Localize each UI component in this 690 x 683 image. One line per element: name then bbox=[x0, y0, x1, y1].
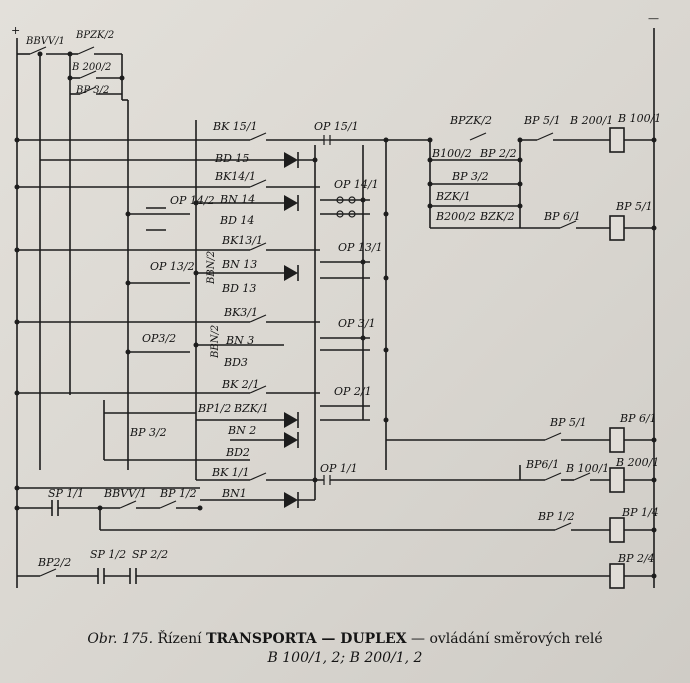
label-sp2-2: SP 2/2 bbox=[132, 548, 168, 561]
diode-bn14 bbox=[284, 195, 298, 211]
label-bbn2-a: BBN/2 bbox=[206, 251, 217, 285]
label-bzk1: BZK/1 bbox=[233, 402, 269, 415]
label-bp3-2: BP 3/2 bbox=[129, 426, 167, 439]
figure-caption: Obr. 175. Řízení TRANSPORTA — DUPLEX — o… bbox=[0, 630, 690, 668]
label-bn14: BN 14 bbox=[219, 193, 255, 206]
label-bp3-2-top: BP 3/2 bbox=[75, 85, 109, 96]
label-op15-1: OP 15/1 bbox=[314, 120, 359, 133]
relay-schematic: + — BBVV/1 BPZK/2 B 200/2 BP 3/2 bbox=[11, 12, 661, 589]
label-bp1-2-b: BP 1/2 bbox=[159, 487, 197, 500]
label-relay-b100-1: B 100/1 bbox=[617, 112, 661, 125]
label-op13-2: OP 13/2 bbox=[150, 260, 195, 273]
label-bzk2-r: BZK/2 bbox=[479, 210, 515, 223]
label-bd14: BD 14 bbox=[219, 214, 254, 227]
label-bzk1-r: BZK/1 bbox=[435, 190, 471, 203]
label-bbvv1-b: BBVV/1 bbox=[103, 487, 147, 500]
label-op3-2: OP3/2 bbox=[142, 332, 176, 345]
label-bpzk2-r: BPZK/2 bbox=[449, 114, 492, 127]
label-bp6-1: BP 6/1 bbox=[543, 210, 581, 223]
caption-figure-number: Obr. 175. bbox=[87, 631, 154, 647]
label-bp6-1-low: BP6/1 bbox=[525, 458, 559, 471]
label-relay-bp6-1: BP 6/1 bbox=[619, 412, 657, 425]
coil-b200-1 bbox=[609, 467, 625, 493]
label-bd13: BD 13 bbox=[221, 282, 256, 295]
label-bn13: BN 13 bbox=[221, 258, 257, 271]
label-bd3: BD3 bbox=[223, 356, 248, 369]
label-op14-1: OP 14/1 bbox=[334, 178, 379, 191]
label-bp2-2: BP2/2 bbox=[37, 556, 71, 569]
diode-bn13 bbox=[284, 265, 298, 281]
coil-bp6-1 bbox=[609, 427, 625, 453]
coil-bp1-4 bbox=[609, 517, 625, 543]
contact-bbvv1 bbox=[29, 46, 47, 55]
label-bpzk2-top: BPZK/2 bbox=[75, 30, 114, 41]
diode-bn2 bbox=[284, 412, 298, 428]
coil-bp5-1 bbox=[609, 215, 625, 241]
label-b200-1: B 200/1 bbox=[569, 114, 613, 127]
label-bn3: BN 3 bbox=[225, 334, 254, 347]
label-bp2-2-r: BP 2/2 bbox=[479, 147, 517, 160]
label-bp3-2-r: BP 3/2 bbox=[451, 170, 489, 183]
label-relay-b200-1: B 200/1 bbox=[615, 456, 659, 469]
label-bn1: BN1 bbox=[221, 487, 247, 500]
label-sp1-1: SP 1/1 bbox=[48, 487, 84, 500]
label-bbvv1: BBVV/1 bbox=[25, 36, 65, 47]
label-bd15: BD 15 bbox=[214, 152, 249, 165]
junction-dots bbox=[14, 51, 657, 579]
label-op13-1: OP 13/1 bbox=[338, 241, 383, 254]
label-bd2: BD2 bbox=[225, 446, 250, 459]
caption-line-1: Obr. 175. Řízení TRANSPORTA — DUPLEX — o… bbox=[0, 630, 690, 649]
caption-text-c: — ovládání směrových relé bbox=[406, 631, 603, 647]
label-op1-1: OP 1/1 bbox=[320, 462, 358, 475]
label-bk3-1: BK3/1 bbox=[223, 306, 258, 319]
label-b200-2-r: B200/2 bbox=[435, 210, 476, 223]
diode-bd2 bbox=[284, 432, 298, 448]
label-bk1-1: BK 1/1 bbox=[211, 466, 250, 479]
label-bbn2-b: BBN/2 bbox=[210, 325, 221, 359]
label-op3-1: OP 3/1 bbox=[338, 317, 376, 330]
label-relay-bp2-4: BP 2/4 bbox=[617, 552, 655, 565]
label-op2-1: OP 2/1 bbox=[334, 385, 372, 398]
label-relay-bp1-4: BP 1/4 bbox=[621, 506, 659, 519]
label-bk14-1: BK14/1 bbox=[214, 170, 256, 183]
label-bp1-2-low: BP 1/2 bbox=[537, 510, 575, 523]
label-b200-2-top: B 200/2 bbox=[71, 62, 111, 73]
label-bp5-1-low: BP 5/1 bbox=[549, 416, 587, 429]
label-bp1-2: BP1/2 bbox=[197, 402, 231, 415]
label-b100-1-low: B 100/1 bbox=[565, 462, 609, 475]
diode-bn1 bbox=[284, 492, 298, 508]
label-bp5-1: BP 5/1 bbox=[523, 114, 561, 127]
caption-line-2: B 100/1, 2; B 200/1, 2 bbox=[267, 650, 423, 666]
label-b100-2: B100/2 bbox=[431, 147, 472, 160]
label-relay-bp5-1: BP 5/1 bbox=[615, 200, 653, 213]
caption-text-a: Řízení bbox=[153, 631, 207, 647]
plus-sign: + bbox=[11, 24, 20, 37]
minus-sign: — bbox=[648, 12, 659, 25]
coil-bp2-4 bbox=[609, 563, 625, 589]
label-sp1-2: SP 1/2 bbox=[90, 548, 126, 561]
label-bn2: BN 2 bbox=[227, 424, 256, 437]
caption-text-b: TRANSPORTA — DUPLEX bbox=[206, 631, 407, 647]
label-bk13-1: BK13/1 bbox=[221, 234, 263, 247]
label-op14-2: OP 14/2 bbox=[170, 194, 215, 207]
coil-b100-1 bbox=[609, 127, 625, 153]
label-bk2-1: BK 2/1 bbox=[221, 378, 260, 391]
diode-bd15 bbox=[284, 152, 298, 168]
label-bk15-1: BK 15/1 bbox=[212, 120, 258, 133]
